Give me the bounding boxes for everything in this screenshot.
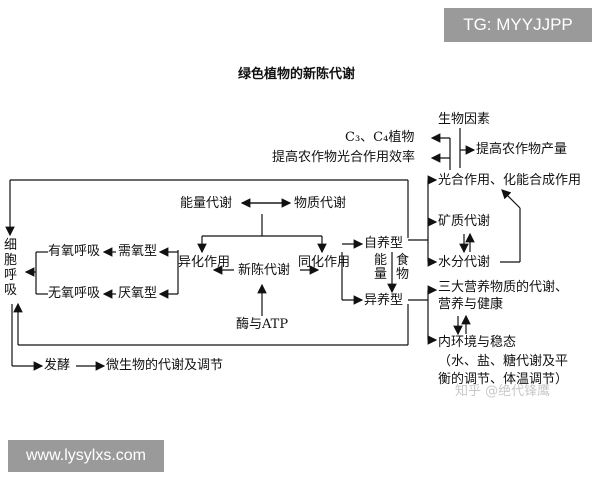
watermark-tag: TG: MYYJJPP (444, 8, 592, 42)
node-energy-metab: 能量代谢 (180, 196, 233, 211)
node-three-nutrients: 三大营养物质的代谢、 (438, 280, 569, 295)
node-aerobic-type: 需氧型 (118, 244, 158, 259)
node-matter-metab: 物质代谢 (294, 196, 347, 211)
node-homeostasis: 内环境与稳态 (438, 335, 517, 350)
node-homeo-detail-1: （水、盐、糖代谢及平 (438, 354, 569, 369)
node-water-metab: 水分代谢 (438, 255, 491, 270)
node-cell-resp: 细胞呼吸 (4, 238, 18, 298)
node-anabolism: 同化作用 (298, 255, 351, 270)
node-mineral-metab: 矿质代谢 (438, 214, 491, 229)
node-microbe-metab: 微生物的代谢及调节 (106, 358, 224, 373)
node-fermentation: 发酵 (44, 358, 71, 373)
label-energy: 能量 (374, 253, 388, 282)
node-c3c4-plants: C₃、C₄植物 (345, 130, 415, 145)
node-heterotroph: 异养型 (364, 293, 404, 308)
node-autotroph: 自养型 (364, 236, 404, 251)
node-nutrition-health: 营养与健康 (438, 297, 504, 312)
node-catabolism: 异化作用 (178, 255, 231, 270)
node-improve-efficiency: 提高农作物光合作用效率 (272, 150, 416, 165)
node-anaerobic-type: 厌氧型 (118, 286, 158, 301)
node-metabolism: 新陈代谢 (238, 263, 291, 278)
node-photo-chemo: 光合作用、化能合成作用 (438, 173, 582, 188)
diagram-title: 绿色植物的新陈代谢 (238, 67, 356, 82)
node-improve-yield: 提高农作物产量 (476, 142, 568, 157)
watermark-url: www.lysylxs.com (8, 440, 164, 472)
node-biofactors: 生物因素 (438, 112, 491, 127)
node-aerobic-resp: 有氧呼吸 (48, 244, 101, 259)
watermark-zhihu: 知乎 @绝代锋鹰 (455, 384, 551, 399)
node-homeo-detail-2: 衡的调节、体温调节） (438, 372, 569, 387)
node-anaerobic-resp: 无氧呼吸 (48, 286, 101, 301)
node-enzyme-atp: 酶与ATP (236, 317, 289, 332)
label-food: 食物 (396, 253, 410, 282)
